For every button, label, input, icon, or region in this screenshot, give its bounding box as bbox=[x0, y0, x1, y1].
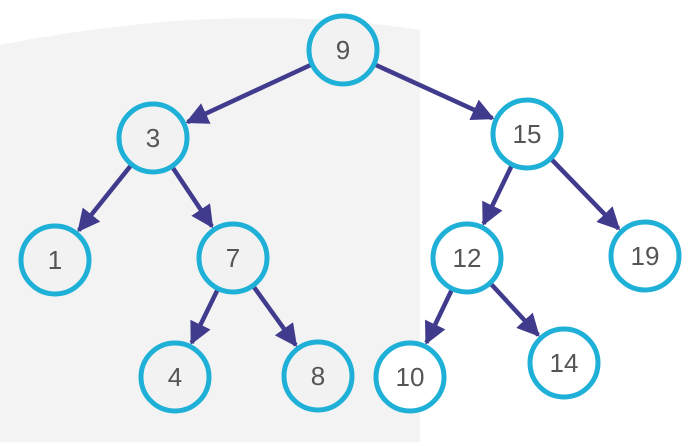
node-label: 19 bbox=[631, 241, 660, 271]
edge-arrow-n15-n12 bbox=[481, 165, 514, 226]
edge-arrow-n9-n15 bbox=[374, 62, 495, 121]
edges-layer bbox=[77, 62, 621, 347]
node-circle bbox=[490, 97, 564, 171]
tree-node-19: 19 bbox=[608, 219, 682, 293]
node-circle bbox=[608, 219, 682, 293]
edge-arrow-n15-n19 bbox=[550, 158, 621, 231]
node-circle bbox=[138, 340, 212, 414]
node-label: 8 bbox=[311, 361, 325, 391]
node-label: 14 bbox=[550, 348, 579, 378]
node-label: 3 bbox=[146, 123, 160, 153]
node-circle bbox=[430, 221, 504, 295]
edge-arrow-n12-n14 bbox=[489, 282, 540, 337]
node-circle bbox=[306, 13, 380, 87]
node-label: 15 bbox=[513, 119, 542, 149]
node-label: 12 bbox=[453, 243, 482, 273]
node-circle bbox=[196, 221, 270, 295]
node-circle bbox=[18, 223, 92, 297]
tree-node-8: 8 bbox=[281, 339, 355, 413]
edge-arrow-n3-n1 bbox=[77, 164, 133, 233]
tree-node-14: 14 bbox=[527, 326, 601, 400]
edge-arrow-n7-n8 bbox=[252, 285, 298, 347]
tree-node-4: 4 bbox=[138, 340, 212, 414]
edge-arrow-n9-n3 bbox=[185, 63, 312, 125]
tree-node-1: 1 bbox=[18, 223, 92, 297]
edge-arrow-n12-n10 bbox=[424, 289, 454, 345]
tree-node-15: 15 bbox=[490, 97, 564, 171]
node-label: 4 bbox=[168, 362, 182, 392]
tree-node-10: 10 bbox=[373, 340, 447, 414]
tree-node-12: 12 bbox=[430, 221, 504, 295]
node-label: 7 bbox=[226, 243, 240, 273]
node-circle bbox=[373, 340, 447, 414]
edge-arrow-n7-n4 bbox=[189, 289, 220, 345]
node-label: 10 bbox=[396, 362, 425, 392]
tree-node-7: 7 bbox=[196, 221, 270, 295]
nodes-layer: 9 3 15 1 7 12 19 4 8 10 14 bbox=[18, 13, 682, 414]
node-circle bbox=[116, 101, 190, 175]
node-label: 9 bbox=[336, 35, 350, 65]
node-label: 1 bbox=[48, 245, 62, 275]
node-circle bbox=[527, 326, 601, 400]
node-circle bbox=[281, 339, 355, 413]
tree-node-9: 9 bbox=[306, 13, 380, 87]
edge-arrow-n3-n7 bbox=[171, 166, 214, 229]
tree-node-3: 3 bbox=[116, 101, 190, 175]
